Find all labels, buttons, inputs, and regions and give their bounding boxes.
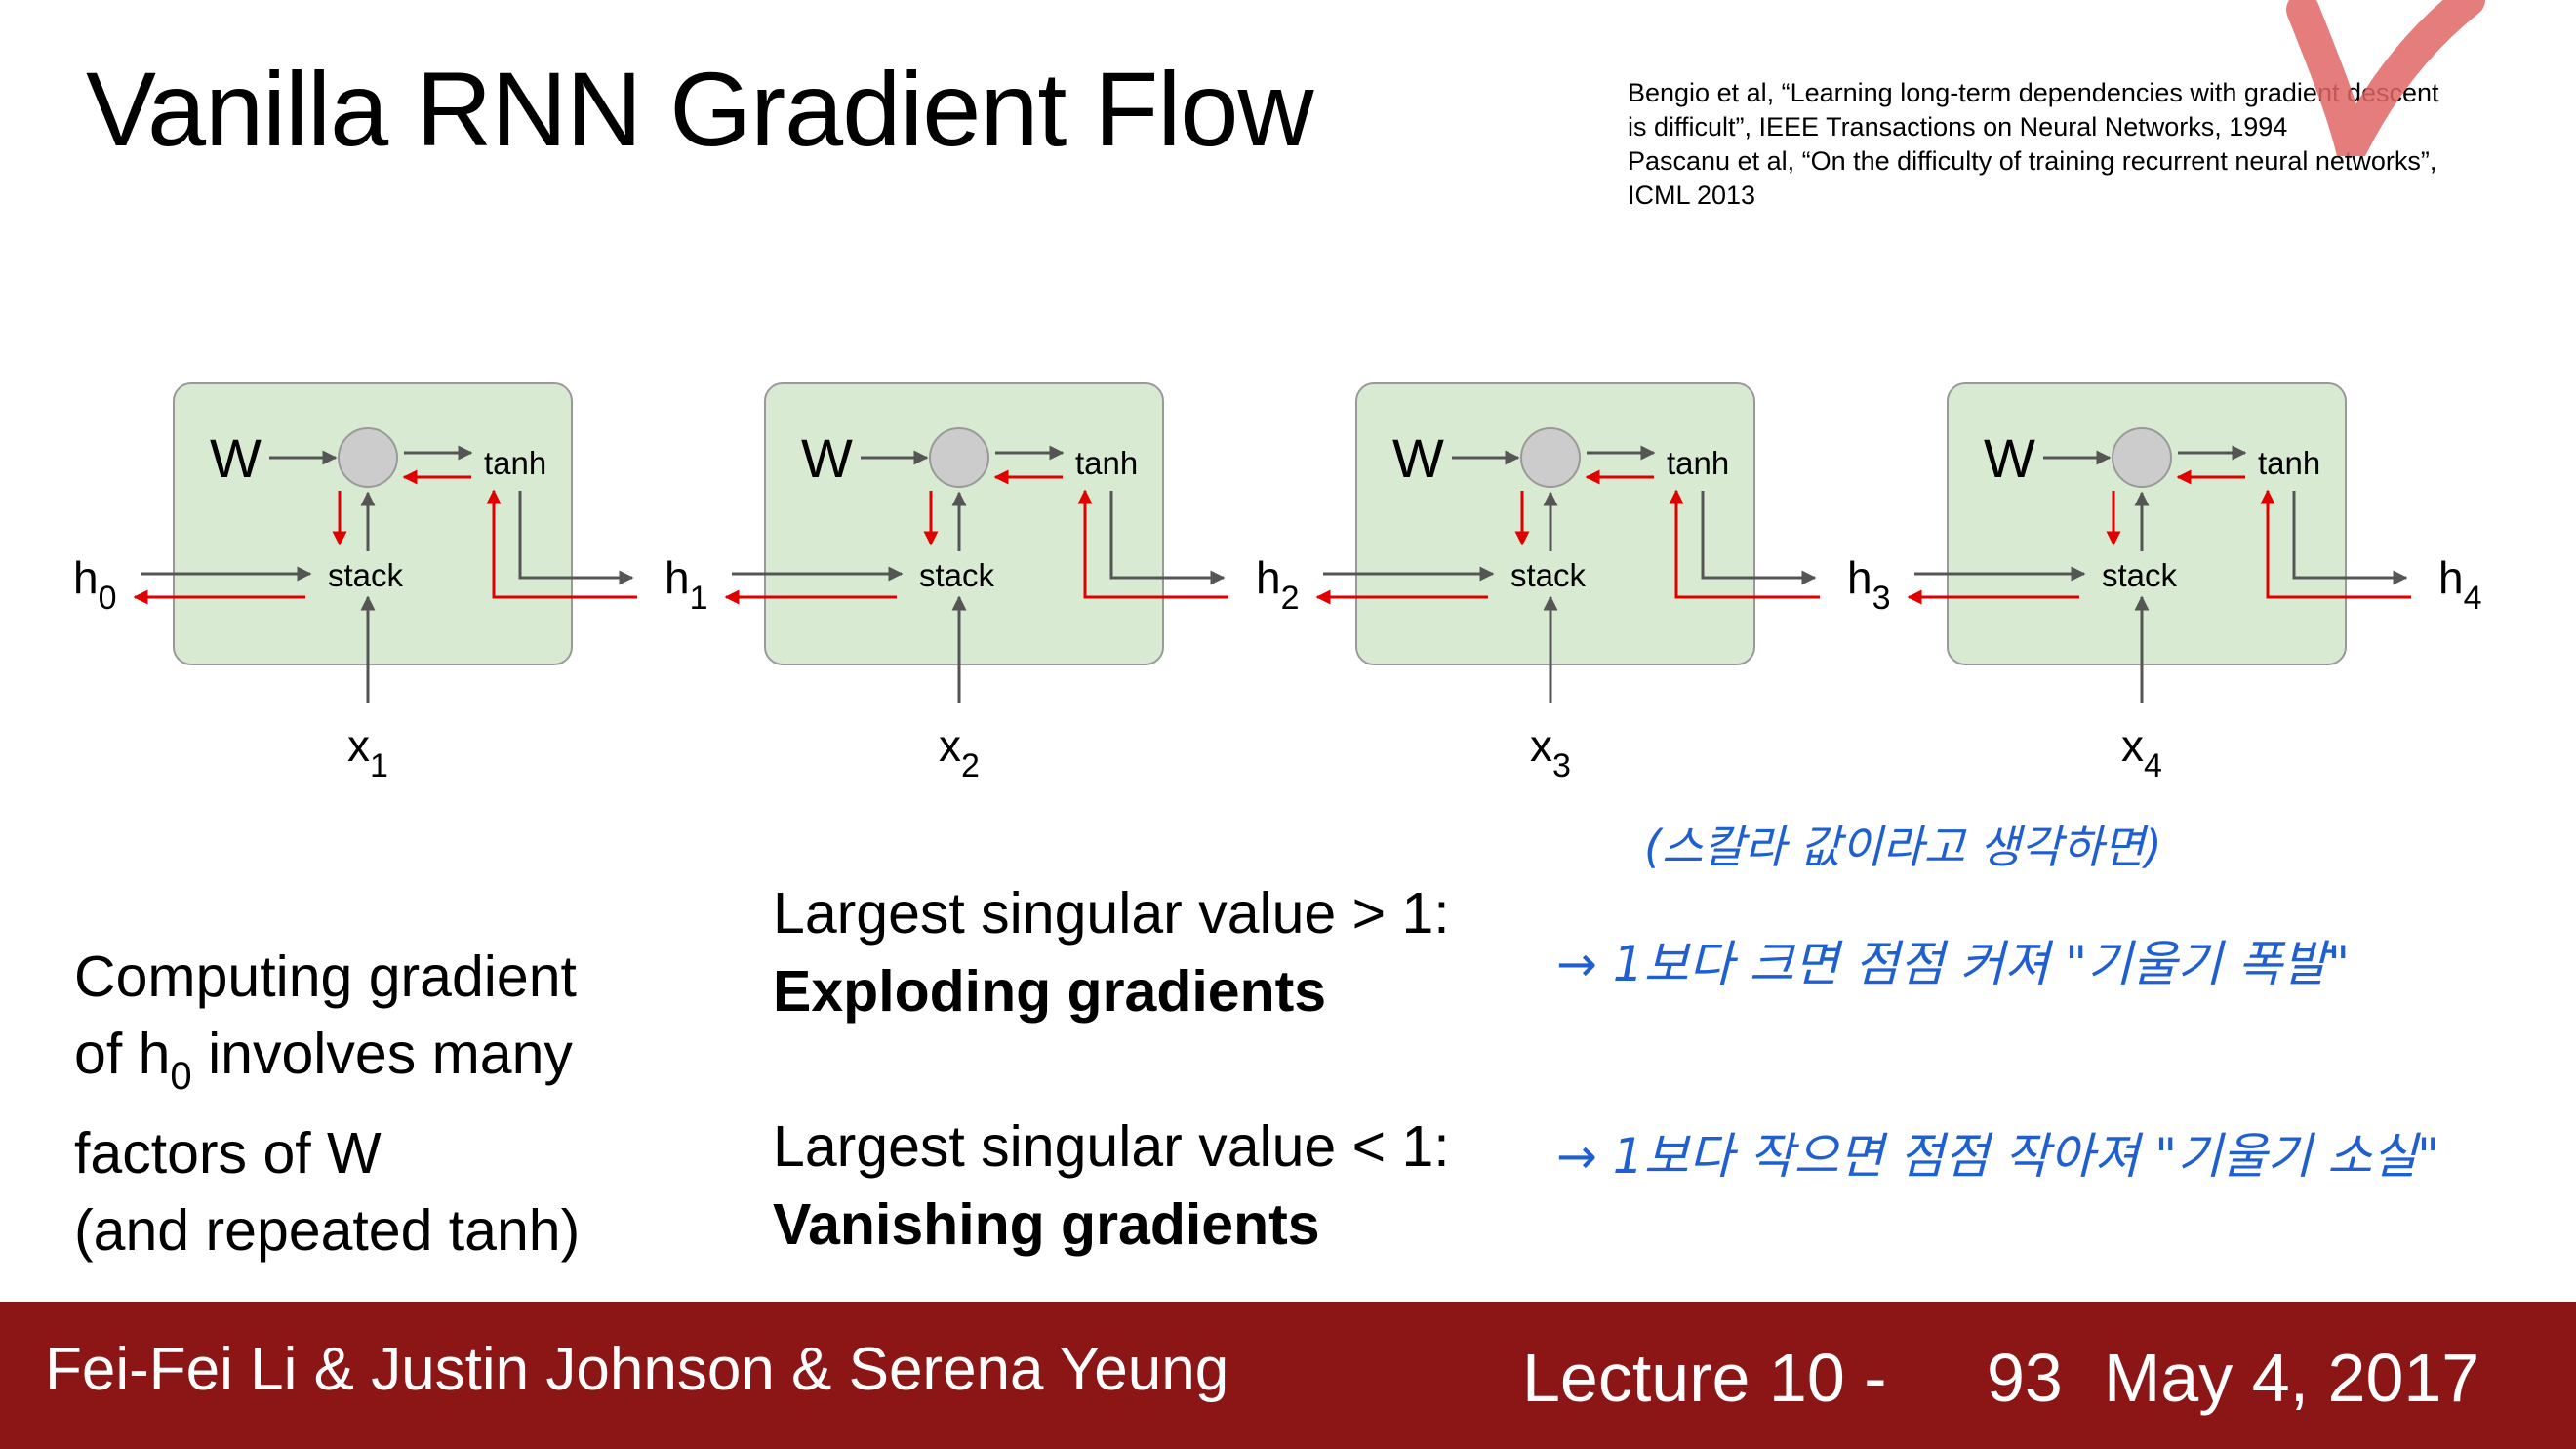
input-label: x2 (939, 720, 980, 785)
footer-lecture: Lecture 10 - (1522, 1340, 1887, 1416)
footer-authors: Fei-Fei Li & Justin Johnson & Serena Yeu… (45, 1336, 1229, 1403)
vanishing-case: Largest singular value < 1: Vanishing gr… (773, 1107, 1450, 1264)
hidden-state-label: h2 (1256, 552, 1300, 617)
handwritten-note-scalar: (스칼라 값이라고 생각하면) (1644, 821, 2162, 873)
input-label: x3 (1530, 720, 1571, 785)
tanh-gradient-arrow (1669, 489, 1820, 599)
footer-date: May 4, 2017 (2104, 1340, 2480, 1416)
reference-line: Bengio et al, “Learning long-term depend… (1628, 78, 2439, 107)
explanation-line-4: (and repeated tanh) (74, 1198, 581, 1263)
pen-check-mark (2286, 0, 2485, 156)
hidden-state-label: h1 (664, 552, 708, 617)
reference-line: is difficult”, IEEE Transactions on Neur… (1628, 112, 2288, 141)
cell-box (173, 382, 573, 665)
w-label: W (1392, 427, 1444, 489)
explanation-line-3: factors of W (74, 1121, 382, 1186)
input-label: x1 (347, 720, 388, 785)
references: Bengio et al, “Learning long-term depend… (1628, 76, 2525, 213)
tanh-gradient-arrow (486, 489, 637, 599)
tanh-label: tanh (1075, 445, 1138, 481)
w-label: W (801, 427, 853, 489)
w-label: W (1984, 427, 2035, 489)
vanishing-result: Vanishing gradients (773, 1192, 1320, 1257)
tanh-out-arrow (2292, 491, 2408, 585)
tanh-out-arrow (1701, 491, 1817, 585)
explanation-text: Computing gradient of h0 involves many f… (74, 939, 580, 1269)
stack-label: stack (2102, 557, 2178, 593)
tanh-label: tanh (1667, 445, 1729, 481)
footer-page-number: 93 (1987, 1340, 2063, 1416)
tanh-gradient-arrow (1077, 489, 1228, 599)
multiply-node (929, 427, 989, 488)
w-label: W (210, 427, 262, 489)
slide-title: Vanilla RNN Gradient Flow (86, 50, 1313, 168)
input-label: x4 (2121, 720, 2162, 785)
reference-line: Pascanu et al, “On the difficulty of tra… (1628, 146, 2437, 176)
stack-label: stack (328, 557, 404, 593)
hidden-state-label: h3 (1847, 552, 1891, 617)
cell-box (764, 382, 1164, 665)
multiply-node (1520, 427, 1581, 488)
multiply-node (338, 427, 398, 488)
hidden-state-label: h4 (2438, 552, 2482, 617)
exploding-condition: Largest singular value > 1: (773, 881, 1450, 946)
multiply-node (2112, 427, 2172, 488)
explanation-line-2: of h0 involves many (74, 1022, 573, 1098)
tanh-out-arrow (1109, 491, 1226, 585)
cell-box (1355, 382, 1755, 665)
tanh-label: tanh (2258, 445, 2320, 481)
stack-label: stack (919, 557, 995, 593)
stack-label: stack (1510, 557, 1587, 593)
handwritten-note-vanishing: → 1보다 작으면 점점 작아져 "기울기 소실" (1556, 1128, 2440, 1185)
exploding-case: Largest singular value > 1: Exploding gr… (773, 874, 1450, 1030)
cell-box (1947, 382, 2347, 665)
tanh-gradient-arrow (2260, 489, 2411, 599)
handwritten-note-exploding: → 1보다 크면 점점 커져 "기울기 폭발" (1556, 936, 2351, 992)
tanh-label: tanh (484, 445, 546, 481)
explanation-line-1: Computing gradient (74, 945, 577, 1009)
hidden-state-label: h0 (73, 552, 117, 617)
reference-line: ICML 2013 (1628, 181, 1756, 210)
tanh-out-arrow (518, 491, 634, 585)
exploding-result: Exploding gradients (773, 959, 1327, 1024)
footer-bar: Fei-Fei Li & Justin Johnson & Serena Yeu… (0, 1302, 2576, 1449)
vanishing-condition: Largest singular value < 1: (773, 1114, 1450, 1179)
